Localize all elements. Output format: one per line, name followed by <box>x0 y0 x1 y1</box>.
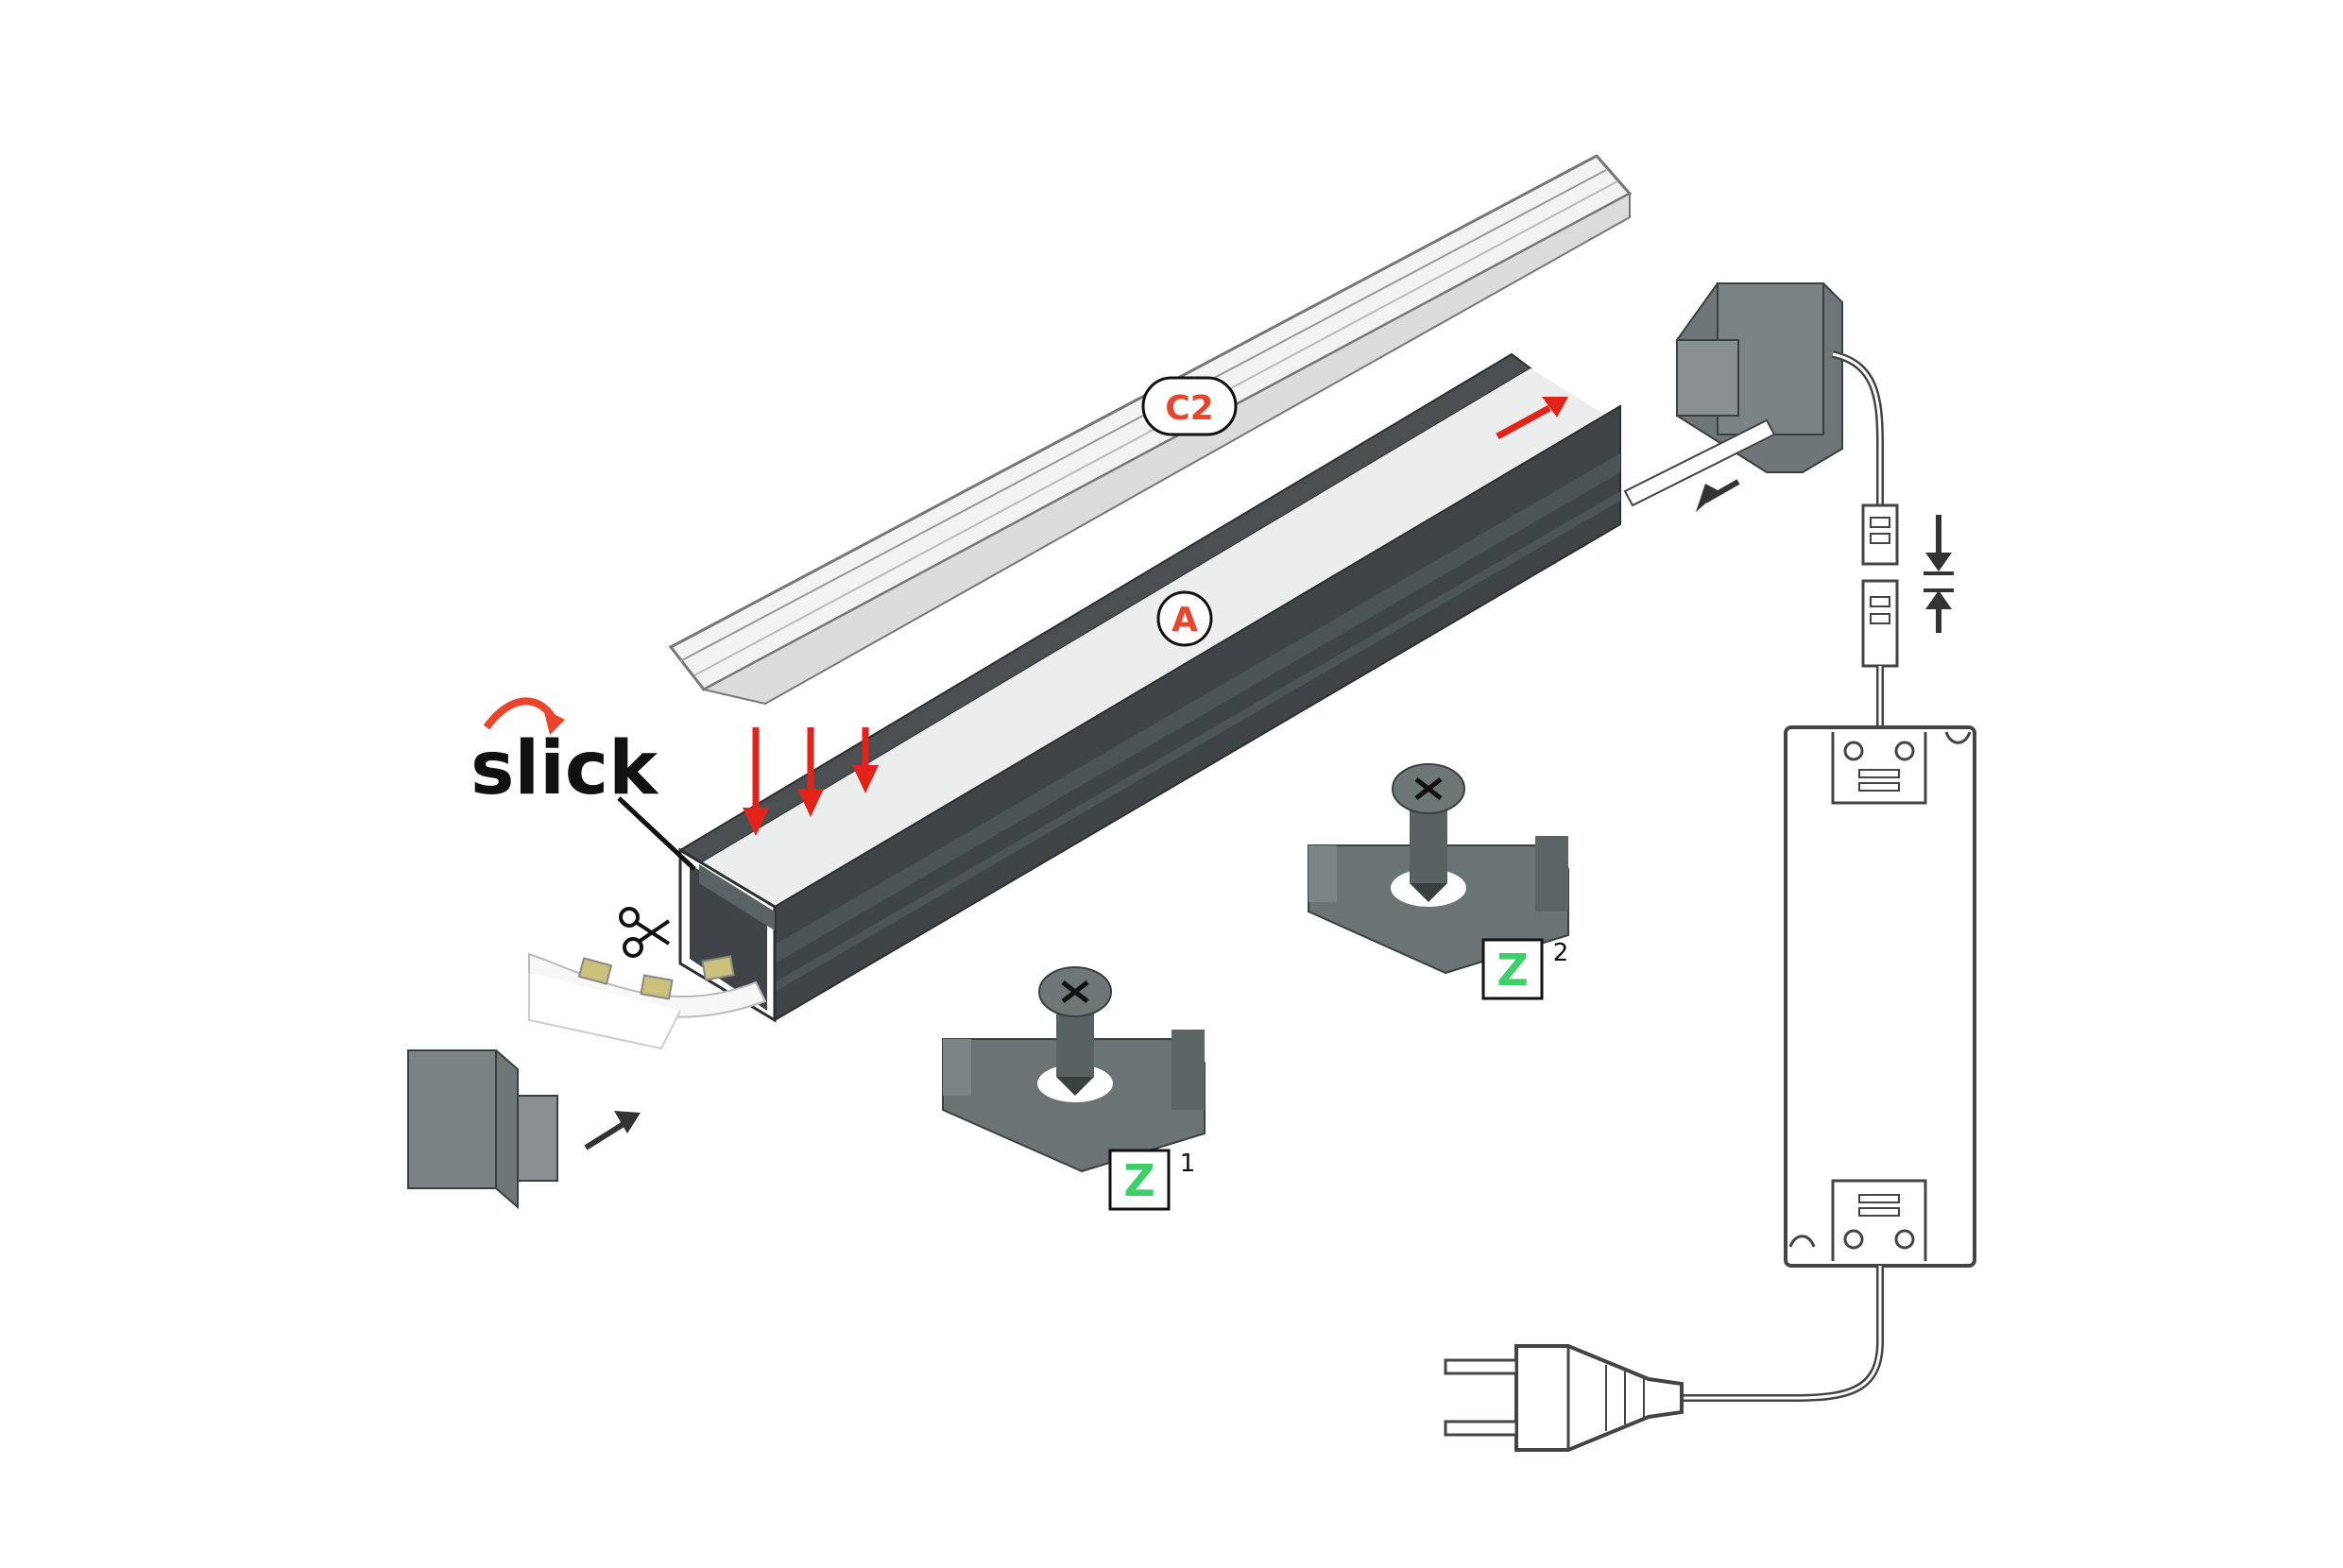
label-cover: C2 <box>1141 376 1238 436</box>
connector-icon <box>1861 503 1899 727</box>
arrow-down-icon <box>852 727 879 793</box>
label-clip-1: Z 1 <box>1108 1149 1196 1211</box>
plug-icon <box>1444 1344 1684 1452</box>
screw-icon <box>1392 763 1465 902</box>
label-clip-2: Z 2 <box>1481 938 1569 1000</box>
brand-name: slick <box>470 726 659 811</box>
clip1-index: 1 <box>1180 1150 1196 1178</box>
clip1-letter: Z <box>1123 1155 1154 1206</box>
led-strip <box>528 952 767 1050</box>
arrow-down-icon <box>743 727 769 836</box>
profile-label-text: A <box>1172 601 1198 639</box>
arrow-icon <box>1696 479 1740 512</box>
clip2-index: 2 <box>1553 939 1569 967</box>
arrow-icon <box>584 1111 641 1150</box>
label-profile: A <box>1156 590 1213 647</box>
profile-channel <box>678 352 1621 1023</box>
end-cap-left <box>407 1049 558 1210</box>
arrow-icon <box>1496 397 1568 440</box>
cable <box>1623 350 1884 507</box>
power-supply-icon <box>1784 725 1976 1268</box>
scissors-icon <box>619 907 671 958</box>
insert-arrows <box>743 397 1568 836</box>
screw-icon <box>1038 966 1112 1096</box>
clip2-letter: Z <box>1496 945 1528 996</box>
end-cap-right <box>1676 282 1843 473</box>
arrow-icon <box>1924 515 1954 633</box>
cover-label-text: C2 <box>1165 389 1213 428</box>
mains-cable <box>1682 1266 1884 1402</box>
arrow-down-icon <box>797 727 824 817</box>
brand-logo: slick <box>470 697 696 871</box>
